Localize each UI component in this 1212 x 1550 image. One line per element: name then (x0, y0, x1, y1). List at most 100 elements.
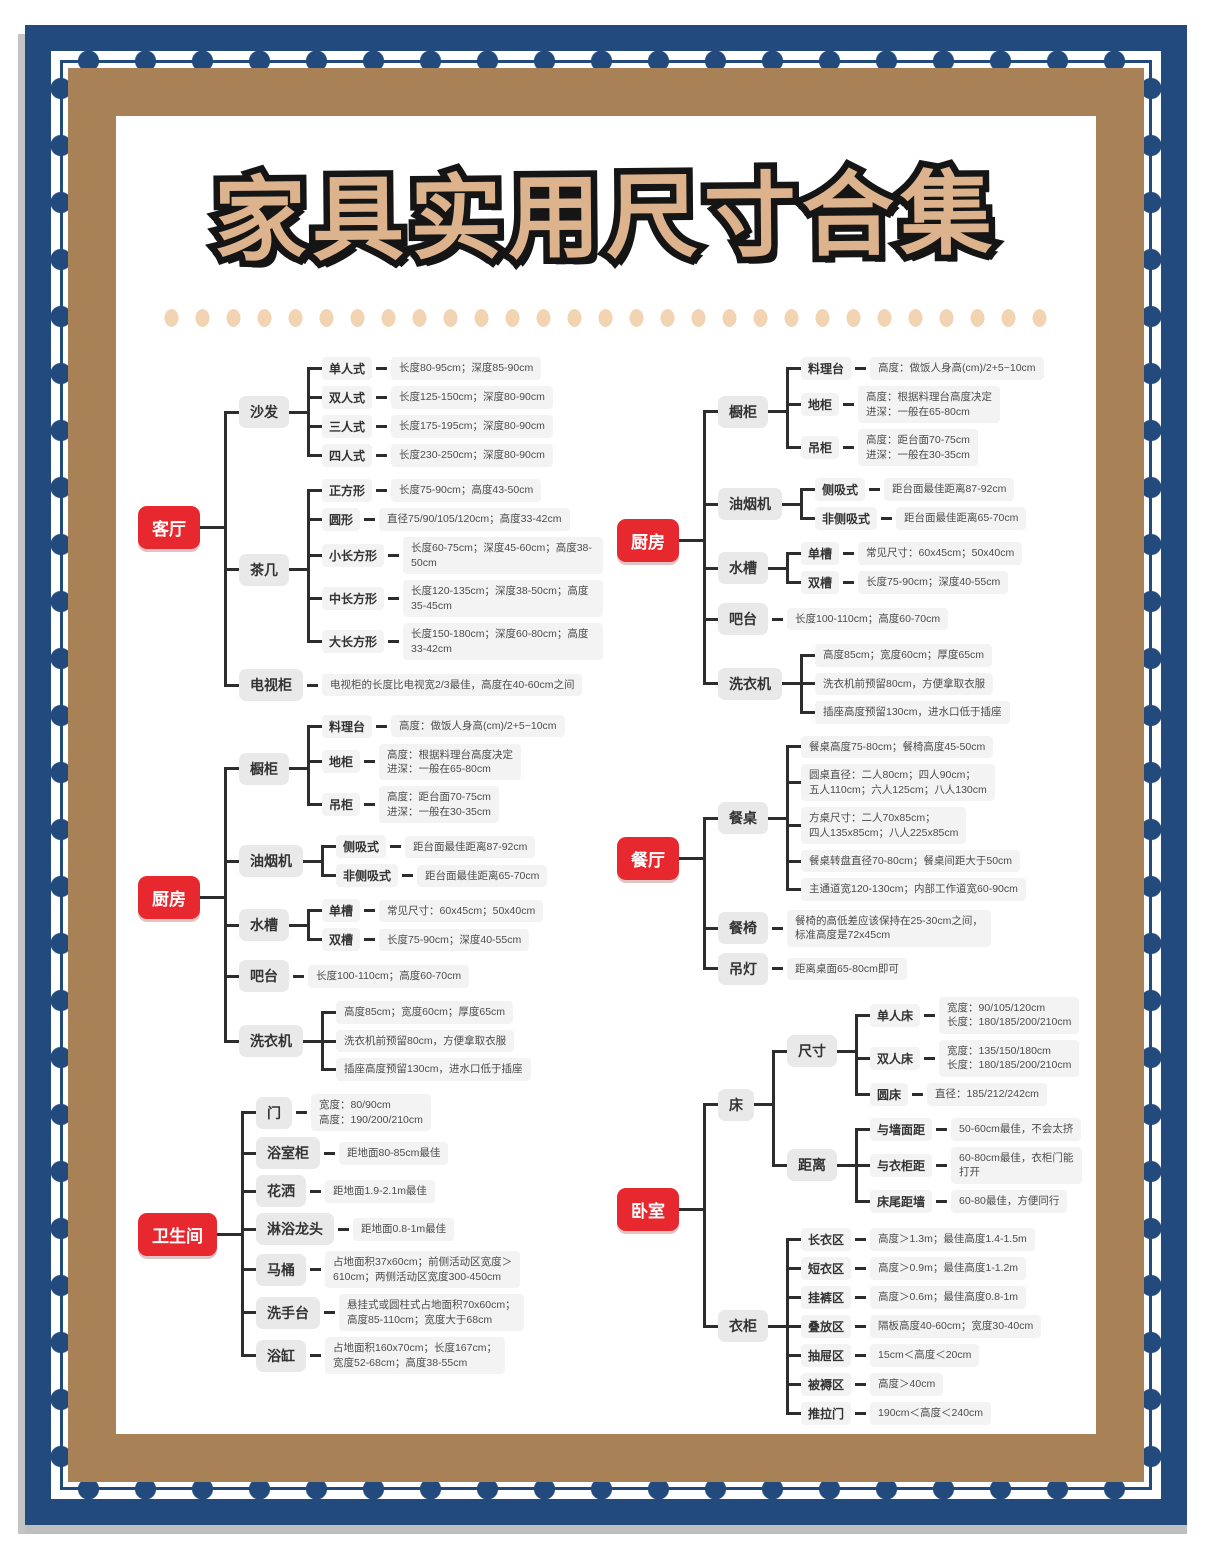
tree-branch: 餐桌转盘直径70-80cm；餐桌间距大于50cm (801, 850, 1021, 873)
leaf-desc: 高度＞0.6m；最佳高度0.8-1m (870, 1286, 1027, 1309)
branch-child: 高度85cm；宽度60cm；厚度65cm (321, 998, 531, 1028)
connector-line (855, 1237, 867, 1241)
leaf-label: 电视柜 (239, 669, 303, 702)
leaf-label: 圆形 (322, 508, 361, 532)
connector-line (310, 1268, 321, 1272)
leaf-desc: 占地面积160x70cm；长度167cm； 宽度52-68cm；高度38-55c… (325, 1337, 505, 1375)
tree-branch: 圆桌直径：二人80cm；四人90cm； 五人110cm；六人125cm；八人13… (801, 764, 995, 802)
leaf-label: 料理台 (322, 714, 373, 738)
branch-child: 洗衣机前预留80cm，方便拿取衣服 (321, 1026, 531, 1056)
branch-child: 单人床宽度：90/105/120cm 长度：180/185/200/210cm (855, 994, 1080, 1037)
brown-frame (68, 68, 1144, 1482)
leaf-label: 挂裤区 (801, 1285, 852, 1309)
connector-line (200, 896, 224, 900)
tree-branch: 洗手台悬挂式或圆柱式占地面积70x60cm； 高度85-110cm；宽度大于68… (256, 1294, 524, 1332)
leaf-label: 地柜 (801, 393, 840, 417)
connector-line (679, 1207, 703, 1211)
branch-child: 四人式长度230-250cm；深度80-90cm (307, 441, 553, 470)
leaf-desc: 高度＞40cm (870, 1373, 944, 1396)
branch-child: 吊柜高度：距台面70-75cm 进深：一般在30-35cm (307, 783, 565, 826)
leaf-desc: 高度：做饭人身高(cm)/2+5~10cm (870, 357, 1044, 380)
leaf-desc: 长度230-250cm；深度80-90cm (391, 444, 553, 467)
connector-line (390, 845, 402, 849)
leaf-desc: 隔板高度40-60cm；宽度30-40cm (870, 1315, 1042, 1338)
tree-branch: 高度85cm；宽度60cm；厚度65cm (815, 644, 993, 667)
branch-child: 尺寸单人床宽度：90/105/120cm 长度：180/185/200/210c… (772, 991, 1082, 1112)
category-node: 油烟机 (718, 488, 782, 521)
connector-line (837, 1163, 855, 1167)
tree-branch: 门宽度：80/90cm 高度：190/200/210cm (256, 1094, 431, 1132)
connector-line (855, 1353, 867, 1357)
leaf-label: 与衣柜距 (870, 1153, 933, 1177)
connector-line (402, 874, 414, 878)
category-node: 油烟机 (239, 845, 303, 878)
leaf-desc: 长度150-180cm；深度60-80cm；高度33-42cm (403, 623, 603, 661)
branch-child: 门宽度：80/90cm 高度：190/200/210cm (241, 1091, 524, 1135)
leaf-label: 淋浴龙头 (256, 1213, 334, 1246)
tree-branch: 吊柜高度：距台面70-75cm 进深：一般在30-35cm (322, 786, 499, 824)
leaf-label: 浴缸 (256, 1339, 306, 1372)
connector-line (376, 724, 388, 728)
leaf-desc: 长度75-90cm；高度43-50cm (391, 479, 542, 502)
category-node: 水槽 (718, 552, 768, 585)
tree-branch: 叠放区隔板高度40-60cm；宽度30-40cm (801, 1314, 1042, 1338)
connector-line (364, 909, 376, 913)
connector-line (837, 1049, 855, 1053)
leaf-desc: 宽度：80/90cm 高度：190/200/210cm (311, 1094, 431, 1132)
leaf-desc: 60-80cm最佳，衣柜门能打开 (951, 1146, 1082, 1184)
connector-line (303, 859, 321, 863)
category-node: 橱柜 (718, 395, 768, 428)
leaf-desc: 距台面最佳距离65-70cm (417, 864, 548, 888)
leaf-desc: 主通道宽120-130cm；内部工作道宽60-90cm (801, 878, 1026, 901)
branch-child: 餐桌高度75-80cm；餐椅高度45-50cm (786, 733, 1026, 762)
leaf-label: 与墙面距 (870, 1117, 933, 1141)
tree-branch: 电视柜电视柜的长度比电视宽2/3最佳，高度在40-60cm之间 (239, 669, 583, 702)
tree-branch: 正方形长度75-90cm；高度43-50cm (322, 479, 542, 503)
leaf-label: 短衣区 (801, 1256, 852, 1280)
leaf-label: 马桶 (256, 1253, 306, 1286)
connector-line (217, 1232, 241, 1236)
tree-branch: 插座高度预留130cm，进水口低于插座 (815, 701, 1010, 724)
tree-branch: 侧吸式距台面最佳距离87-92cm (336, 835, 536, 859)
leaf-label: 浴室柜 (256, 1137, 320, 1170)
leaf-desc: 距台面最佳距离65-70cm (896, 507, 1027, 530)
connector-line (855, 1324, 867, 1328)
connector-line (843, 403, 855, 407)
branch-child: 小长方形长度60-75cm；深度45-60cm；高度38-50cm (307, 534, 603, 578)
branch-child: 三人式长度175-195cm；深度80-90cm (307, 412, 553, 442)
leaf-desc: 占地面积37x60cm；前侧活动区宽度＞ 610cm；两侧活动区宽度300-45… (325, 1251, 521, 1289)
branch-child: 吊灯距离桌面65-80cm即可 (703, 949, 1026, 988)
tree-branch: 侧吸式距台面最佳距离87-92cm (815, 478, 1015, 502)
branch-child: 插座高度预留130cm，进水口低于插座 (321, 1055, 531, 1083)
tree-branch: 卧室床尺寸单人床宽度：90/105/120cm 长度：180/185/200/2… (617, 988, 1082, 1431)
leaf-desc: 距离桌面65-80cm即可 (787, 957, 907, 981)
connector-line (855, 1295, 867, 1299)
leaf-desc: 长度80-95cm；深度85-90cm (391, 357, 542, 380)
connector-line (855, 1266, 867, 1270)
tree-branch: 花洒距地面1.9-2.1m最佳 (256, 1175, 435, 1208)
leaf-desc: 高度：做饭人身高(cm)/2+5~10cm (391, 714, 565, 738)
branch-child: 吧台长度100-110cm；高度60-70cm (703, 600, 1044, 639)
tree-branch: 洗衣机前预留80cm，方便拿取衣服 (815, 672, 994, 696)
